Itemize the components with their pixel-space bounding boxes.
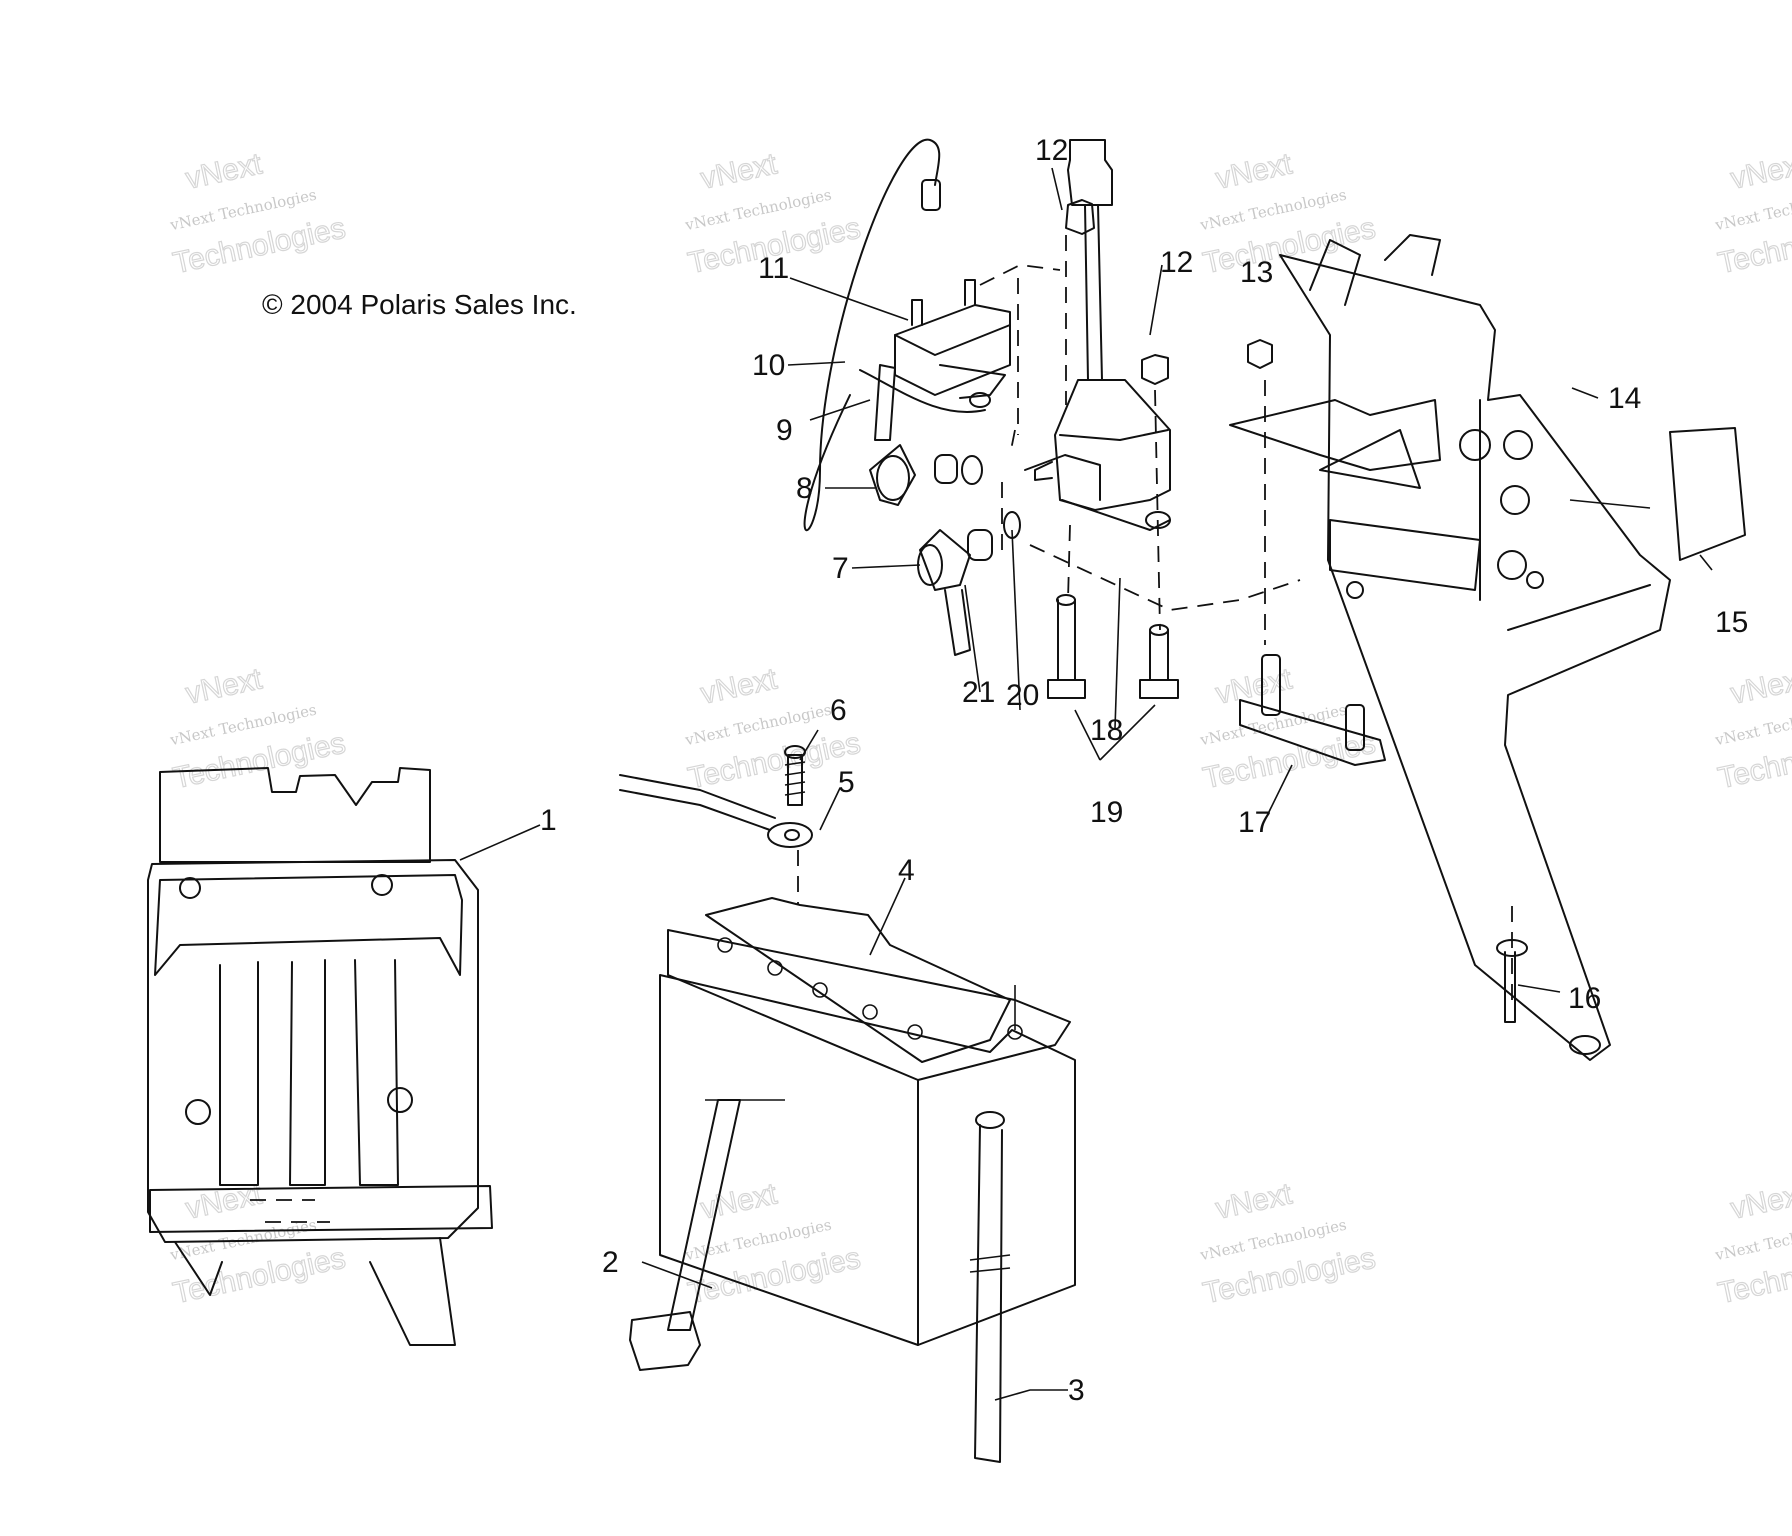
watermark-brand: vNext [183, 147, 266, 195]
mounting-bracket [1229, 234, 1671, 1061]
nut-12a [1065, 199, 1095, 235]
watermark-brand: vNext [183, 662, 266, 710]
callout-14: 14 [1608, 382, 1641, 415]
callout-8: 8 [796, 472, 813, 505]
nut-13 [1247, 339, 1273, 369]
watermark-brand: vNext [1728, 1177, 1792, 1225]
callout-18: 18 [1090, 714, 1123, 747]
callout-11: 11 [758, 252, 789, 285]
callout-6: 6 [830, 694, 847, 727]
battery-strap [629, 1099, 785, 1371]
watermark-brand: vNext [1213, 147, 1296, 195]
leader-lines [459, 167, 1713, 1401]
watermark: vNext vNext Technologies Technologies [1713, 1177, 1792, 1311]
watermark-brand: vNext [1728, 662, 1792, 710]
watermark: vNext vNext Technologies Technologies [1713, 662, 1792, 796]
battery-cable [619, 745, 813, 905]
callout-15: 15 [1715, 606, 1748, 639]
rivet [1496, 939, 1528, 1023]
callout-12b: 12 [1160, 246, 1193, 279]
watermark-brand: vNext [698, 662, 781, 710]
terminal-boot-7 [917, 529, 971, 656]
callout-13: 13 [1240, 256, 1273, 289]
callout-20: 20 [1006, 679, 1039, 712]
callout-16: 16 [1568, 982, 1601, 1015]
watermark: vNext vNext Technologies Technologies [168, 147, 349, 281]
bolt-19a [1047, 594, 1086, 699]
nut-12b [1141, 354, 1169, 385]
watermark: vNext vNext Technologies Technologies [1198, 1177, 1379, 1311]
watermark: vNext vNext Technologies Technologies [683, 1177, 864, 1311]
callout-17: 17 [1238, 806, 1271, 839]
bolt-19b [1139, 624, 1179, 699]
nuts-washers [934, 454, 1021, 561]
watermark-brand: vNext [698, 1177, 781, 1225]
copyright-notice: © 2004 Polaris Sales Inc. [262, 289, 577, 320]
callout-10: 10 [752, 349, 785, 382]
watermark-company: vNext Technologies [1713, 1216, 1792, 1265]
watermark: vNext vNext Technologies Technologies [1713, 147, 1792, 281]
starter-solenoid [1024, 139, 1171, 531]
watermark-company: vNext Technologies [1713, 701, 1792, 750]
battery-holder [147, 767, 493, 1346]
callout-7: 7 [832, 552, 849, 585]
support-plate [1239, 654, 1386, 766]
watermark-brand: vNext [698, 147, 781, 195]
terminal-boot-8 [869, 364, 916, 506]
watermark-brand: vNext [1728, 147, 1792, 195]
callouts: 1 2 3 4 5 6 7 8 9 10 11 12 12 13 14 15 1… [540, 134, 1748, 1407]
watermark-brand: vNext [1213, 1177, 1296, 1225]
relay-harness [803, 138, 1011, 532]
watermark-company: vNext Technologies [1713, 186, 1792, 235]
callout-2: 2 [602, 1246, 619, 1279]
callout-5: 5 [838, 766, 855, 799]
callout-12a: 12 [1035, 134, 1068, 167]
callout-21: 21 [962, 676, 995, 709]
warning-label [1669, 427, 1746, 561]
callout-9: 9 [776, 414, 793, 447]
alignment-lines [979, 235, 1513, 1000]
vent-tube [969, 1111, 1011, 1463]
callout-19: 19 [1090, 796, 1123, 829]
watermark: vNext vNext Technologies Technologies [168, 662, 349, 796]
callout-3: 3 [1068, 1374, 1085, 1407]
callout-4: 4 [898, 854, 915, 887]
callout-1: 1 [540, 804, 557, 837]
